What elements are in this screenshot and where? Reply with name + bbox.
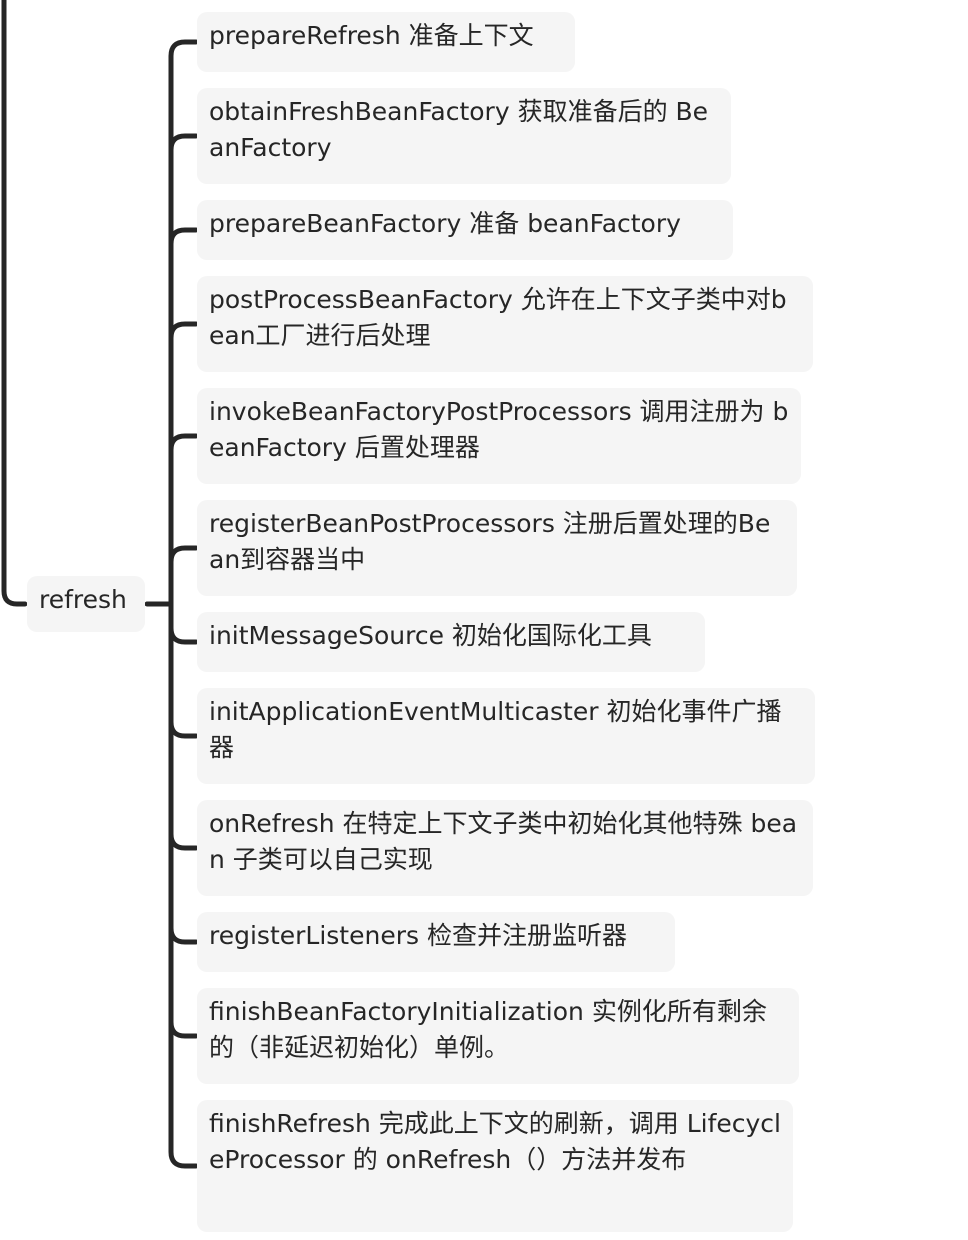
child-node-post-process-bean-factory[interactable]: postProcessBeanFactory 允许在上下文子类中对bean工厂进… xyxy=(197,276,813,372)
child-node-label: finishBeanFactoryInitialization 实例化所有剩余的… xyxy=(209,997,767,1062)
child-node-label: onRefresh 在特定上下文子类中初始化其他特殊 bean 子类可以自己实现 xyxy=(209,809,798,874)
branch-connector-10 xyxy=(168,601,199,1039)
child-node-label: prepareBeanFactory 准备 beanFactory xyxy=(209,209,681,238)
child-node-label: finishRefresh 完成此上下文的刷新，调用 LifecycleProc… xyxy=(209,1109,781,1174)
branch-connector-3 xyxy=(168,321,199,607)
root-node-label: refresh xyxy=(39,585,127,614)
branch-connector-9 xyxy=(168,601,199,945)
branch-connector-1 xyxy=(168,133,199,607)
child-node-prepare-bean-factory[interactable]: prepareBeanFactory 准备 beanFactory xyxy=(197,200,733,260)
child-node-init-application-event-multicaster[interactable]: initApplicationEventMulticaster 初始化事件广播器 xyxy=(197,688,815,784)
root-node-refresh[interactable]: refresh xyxy=(27,576,145,632)
child-node-finish-bean-factory-initialization[interactable]: finishBeanFactoryInitialization 实例化所有剩余的… xyxy=(197,988,799,1084)
branch-connector-5 xyxy=(168,545,199,607)
child-node-on-refresh[interactable]: onRefresh 在特定上下文子类中初始化其他特殊 bean 子类可以自己实现 xyxy=(197,800,813,896)
child-node-register-listeners[interactable]: registerListeners 检查并注册监听器 xyxy=(197,912,675,972)
branch-connector-2 xyxy=(168,227,199,607)
branch-connector-4 xyxy=(168,433,199,607)
child-node-label: initApplicationEventMulticaster 初始化事件广播器 xyxy=(209,697,782,762)
branch-connector-7 xyxy=(168,601,199,739)
child-node-label: postProcessBeanFactory 允许在上下文子类中对bean工厂进… xyxy=(209,285,787,350)
child-node-invoke-bean-factory-post-processors[interactable]: invokeBeanFactoryPostProcessors 调用注册为 be… xyxy=(197,388,801,484)
child-node-obtain-fresh-bean-factory[interactable]: obtainFreshBeanFactory 获取准备后的 BeanFactor… xyxy=(197,88,731,184)
branch-connector-6 xyxy=(168,601,199,645)
child-node-label: obtainFreshBeanFactory 获取准备后的 BeanFactor… xyxy=(209,97,709,162)
branch-connector-11 xyxy=(168,601,199,1169)
child-node-register-bean-post-processors[interactable]: registerBeanPostProcessors 注册后置处理的Bean到容… xyxy=(197,500,797,596)
child-node-prepare-refresh[interactable]: prepareRefresh 准备上下文 xyxy=(197,12,575,72)
child-node-init-message-source[interactable]: initMessageSource 初始化国际化工具 xyxy=(197,612,705,672)
child-node-label: prepareRefresh 准备上下文 xyxy=(209,21,534,50)
child-node-label: registerBeanPostProcessors 注册后置处理的Bean到容… xyxy=(209,509,771,574)
incoming-connector xyxy=(1,0,28,607)
child-node-finish-refresh[interactable]: finishRefresh 完成此上下文的刷新，调用 LifecycleProc… xyxy=(197,1100,793,1232)
branch-connector-0 xyxy=(168,39,199,607)
child-node-label: registerListeners 检查并注册监听器 xyxy=(209,921,627,950)
child-node-label: invokeBeanFactoryPostProcessors 调用注册为 be… xyxy=(209,397,789,462)
child-node-label: initMessageSource 初始化国际化工具 xyxy=(209,621,652,650)
